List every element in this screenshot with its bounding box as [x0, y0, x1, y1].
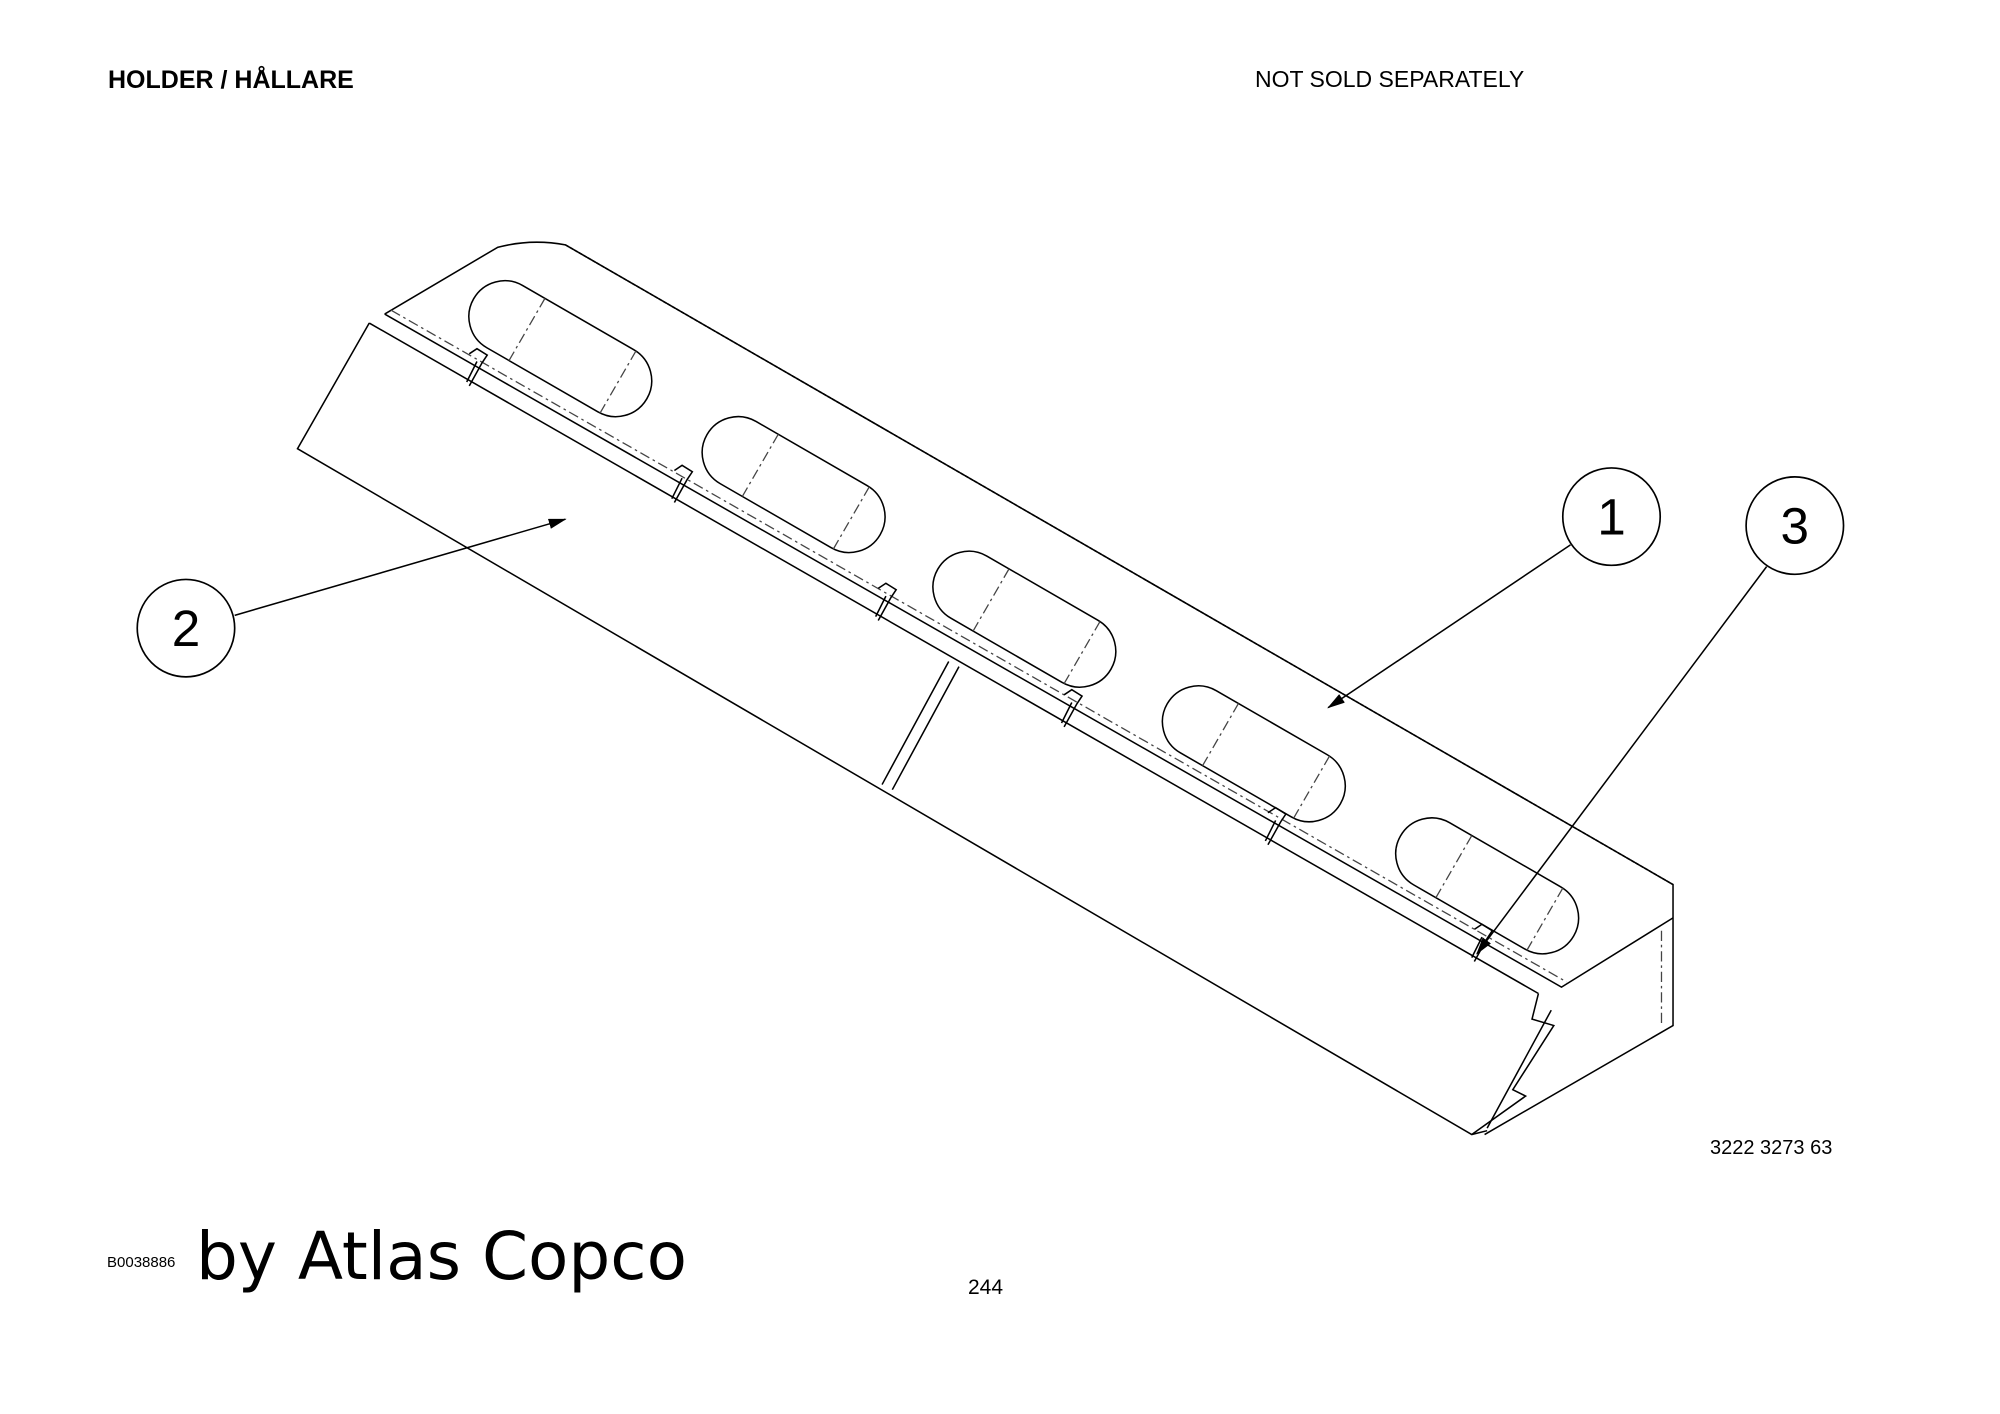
callout-3-label: 3: [1781, 498, 1810, 555]
callout-3: 3: [1476, 476, 1845, 955]
document-id: B0038886: [107, 1254, 176, 1271]
callout-2: 2: [136, 518, 567, 678]
callout-1-label: 1: [1597, 489, 1626, 546]
callout-2-label: 2: [172, 600, 201, 657]
holder-outline: [296, 241, 1674, 1136]
part-number: 3222 3273 63: [1710, 1137, 1833, 1159]
sale-note: NOT SOLD SEPARATELY: [1255, 66, 1525, 92]
slots: [468, 279, 1580, 955]
page-number: 244: [968, 1276, 1004, 1299]
page-title: HOLDER / HÅLLARE: [108, 66, 354, 94]
callout-1: 1: [1327, 467, 1662, 709]
brand-text: by Atlas Copco: [196, 1218, 687, 1295]
